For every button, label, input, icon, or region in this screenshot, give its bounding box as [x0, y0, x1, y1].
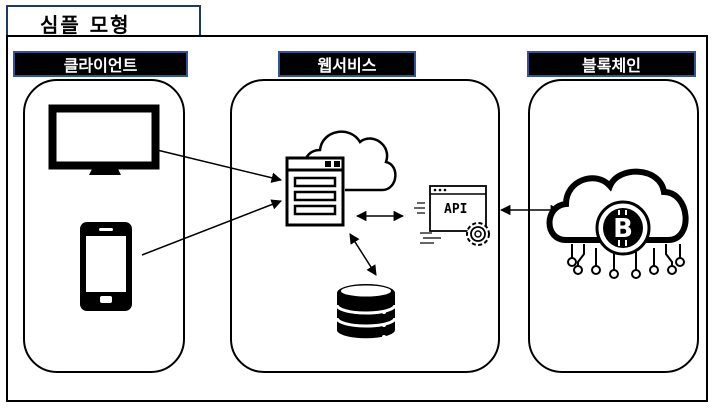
- bitcoin-icon: B: [595, 200, 651, 256]
- client-header: 클라이언트: [13, 51, 188, 77]
- bitcoin-symbol: B: [613, 214, 633, 244]
- api-label: API: [444, 202, 467, 217]
- monitor-icon: [48, 104, 160, 175]
- monitor-to-server-arrow: [156, 149, 283, 183]
- webservice-header: 웹서비스: [278, 51, 416, 77]
- blockchain-header-label: 블록체인: [582, 56, 641, 75]
- diagram-title: 심플 모형: [40, 13, 131, 37]
- client-header-label: 클라이언트: [63, 56, 138, 75]
- smartphone-icon: [80, 222, 132, 311]
- title-tab: 심플 모형: [6, 5, 201, 37]
- webservice-header-label: 웹서비스: [317, 56, 377, 75]
- server-icon: [285, 156, 345, 227]
- server-database-arrow: [349, 233, 377, 276]
- blockchain-header: 블록체인: [527, 51, 696, 77]
- database-icon: [335, 284, 397, 339]
- api-gear-icon: API: [414, 185, 490, 246]
- phone-to-server-arrow: [141, 199, 282, 256]
